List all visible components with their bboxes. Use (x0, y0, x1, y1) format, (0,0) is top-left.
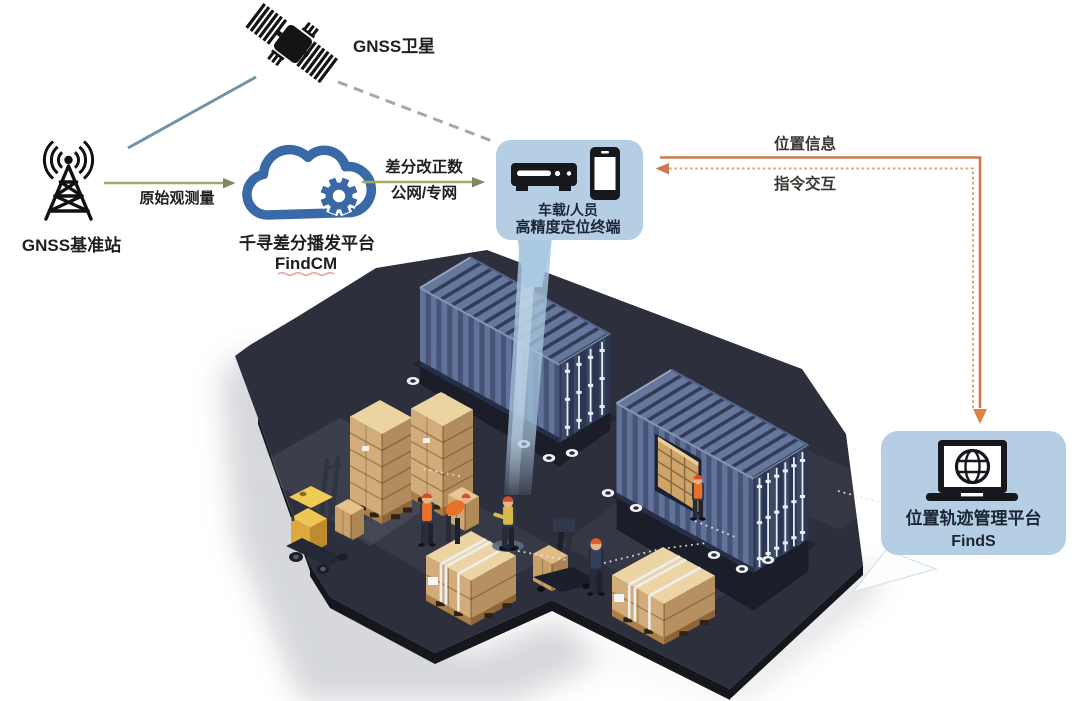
svg-text:高精度定位终端: 高精度定位终端 (515, 218, 620, 236)
svg-text:FindS: FindS (951, 533, 996, 550)
svg-text:GNSS基准站: GNSS基准站 (22, 235, 121, 255)
svg-text:位置信息: 位置信息 (774, 134, 837, 153)
svg-text:差分改正数: 差分改正数 (385, 157, 463, 176)
svg-text:位置轨迹管理平台: 位置轨迹管理平台 (906, 508, 1042, 528)
svg-text:原始观测量: 原始观测量 (139, 189, 214, 207)
svg-text:千寻差分播发平台: 千寻差分播发平台 (239, 233, 375, 253)
svg-text:FindCM: FindCM (275, 254, 337, 273)
svg-text:公网/专网: 公网/专网 (391, 183, 457, 202)
svg-text:车载/人员: 车载/人员 (538, 202, 598, 218)
svg-text:GNSS卫星: GNSS卫星 (353, 37, 435, 56)
svg-text:指令交互: 指令交互 (774, 174, 837, 193)
